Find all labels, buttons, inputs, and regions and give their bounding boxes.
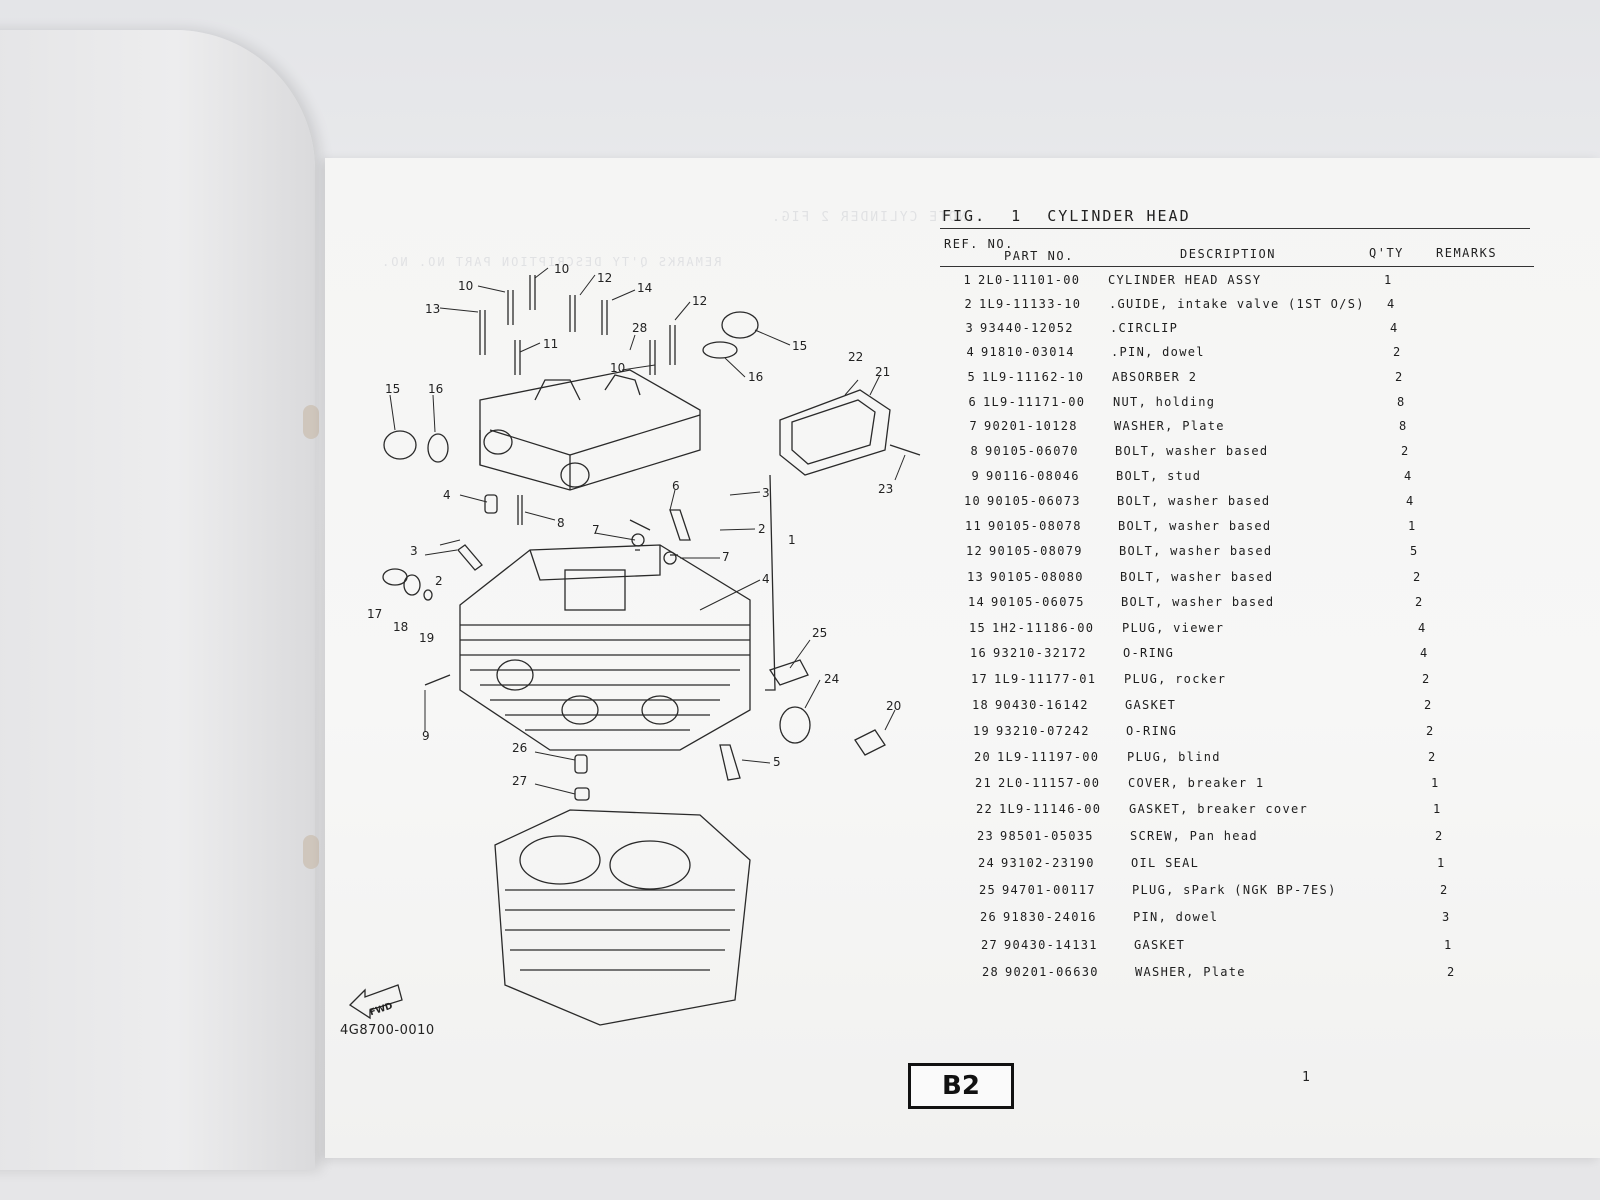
header-ref-no: REF. NO.: [944, 237, 1014, 251]
callout-19: 19: [419, 631, 434, 645]
fwd-arrow-icon: [348, 984, 403, 1020]
callout-25: 25: [812, 626, 827, 640]
cylinder-block-drawing: [494, 809, 751, 1026]
callout-21: 21: [875, 365, 890, 379]
callout-14: 14: [637, 281, 652, 295]
callout-15: 15: [385, 382, 400, 396]
callout-3: 3: [762, 486, 770, 500]
right-page: [325, 158, 1600, 1158]
binder-hole: [303, 835, 319, 869]
callout-17: 17: [367, 607, 382, 621]
callout-27: 27: [512, 774, 527, 788]
callout-28: 28: [632, 321, 647, 335]
header-remarks: REMARKS: [1436, 246, 1498, 260]
callout-24: 24: [824, 672, 839, 686]
bolts-drawing: [479, 275, 676, 375]
header-qty: Q'TY: [1369, 246, 1404, 260]
figure-name: CYLINDER HEAD: [1047, 207, 1191, 225]
exploded-view-diagram: 10 10 12 13 14 12 11 28 15 16 15 16 10 2…: [348, 262, 921, 1026]
callout-23: 23: [878, 482, 893, 496]
callout-18: 18: [393, 620, 408, 634]
callout-4: 4: [762, 572, 770, 586]
callout-10: 10: [554, 262, 569, 276]
callout-16: 16: [748, 370, 763, 384]
callout-12: 12: [597, 271, 612, 285]
show-through-text: NOTE CYLINDER 2 FIG.: [770, 210, 967, 225]
section-page-tag: B2: [908, 1063, 1014, 1109]
callout-7: 7: [592, 523, 600, 537]
callout-1: 1: [788, 533, 796, 547]
callout-20: 20: [886, 699, 901, 713]
callout-8: 8: [557, 516, 565, 530]
callout-10: 10: [610, 361, 625, 375]
header-part-no: PART NO.: [1004, 249, 1074, 263]
callout-15: 15: [792, 339, 807, 353]
callout-9: 9: [422, 729, 430, 743]
header-description: DESCRIPTION: [1180, 247, 1276, 261]
header-rule: [940, 266, 1534, 267]
figure-title: FIG. 1 CYLINDER HEAD: [942, 207, 1191, 225]
callout-2: 2: [435, 574, 443, 588]
callout-2: 2: [758, 522, 766, 536]
illustration-code: 4G8700-0010: [340, 1023, 435, 1038]
callout-3: 3: [410, 544, 418, 558]
callout-13: 13: [425, 302, 440, 316]
callout-7: 7: [722, 550, 730, 564]
callout-4: 4: [443, 488, 451, 502]
title-rule: [940, 228, 1530, 229]
binder-hole: [303, 405, 319, 439]
valve-cover-drawing: [479, 369, 701, 491]
left-page: [0, 30, 315, 1170]
callout-12: 12: [692, 294, 707, 308]
callout-11: 11: [543, 337, 558, 351]
callout-16: 16: [428, 382, 443, 396]
callout-6: 6: [672, 479, 680, 493]
page-number: 1: [1302, 1070, 1310, 1085]
callout-22: 22: [848, 350, 863, 364]
callout-5: 5: [773, 755, 781, 769]
fwd-label: FWD: [369, 1001, 394, 1018]
callout-10: 10: [458, 279, 473, 293]
cylinder-head-drawing: [459, 544, 751, 751]
figure-number: 1: [1011, 207, 1023, 225]
figure-prefix: FIG.: [942, 207, 987, 225]
callout-26: 26: [512, 741, 527, 755]
